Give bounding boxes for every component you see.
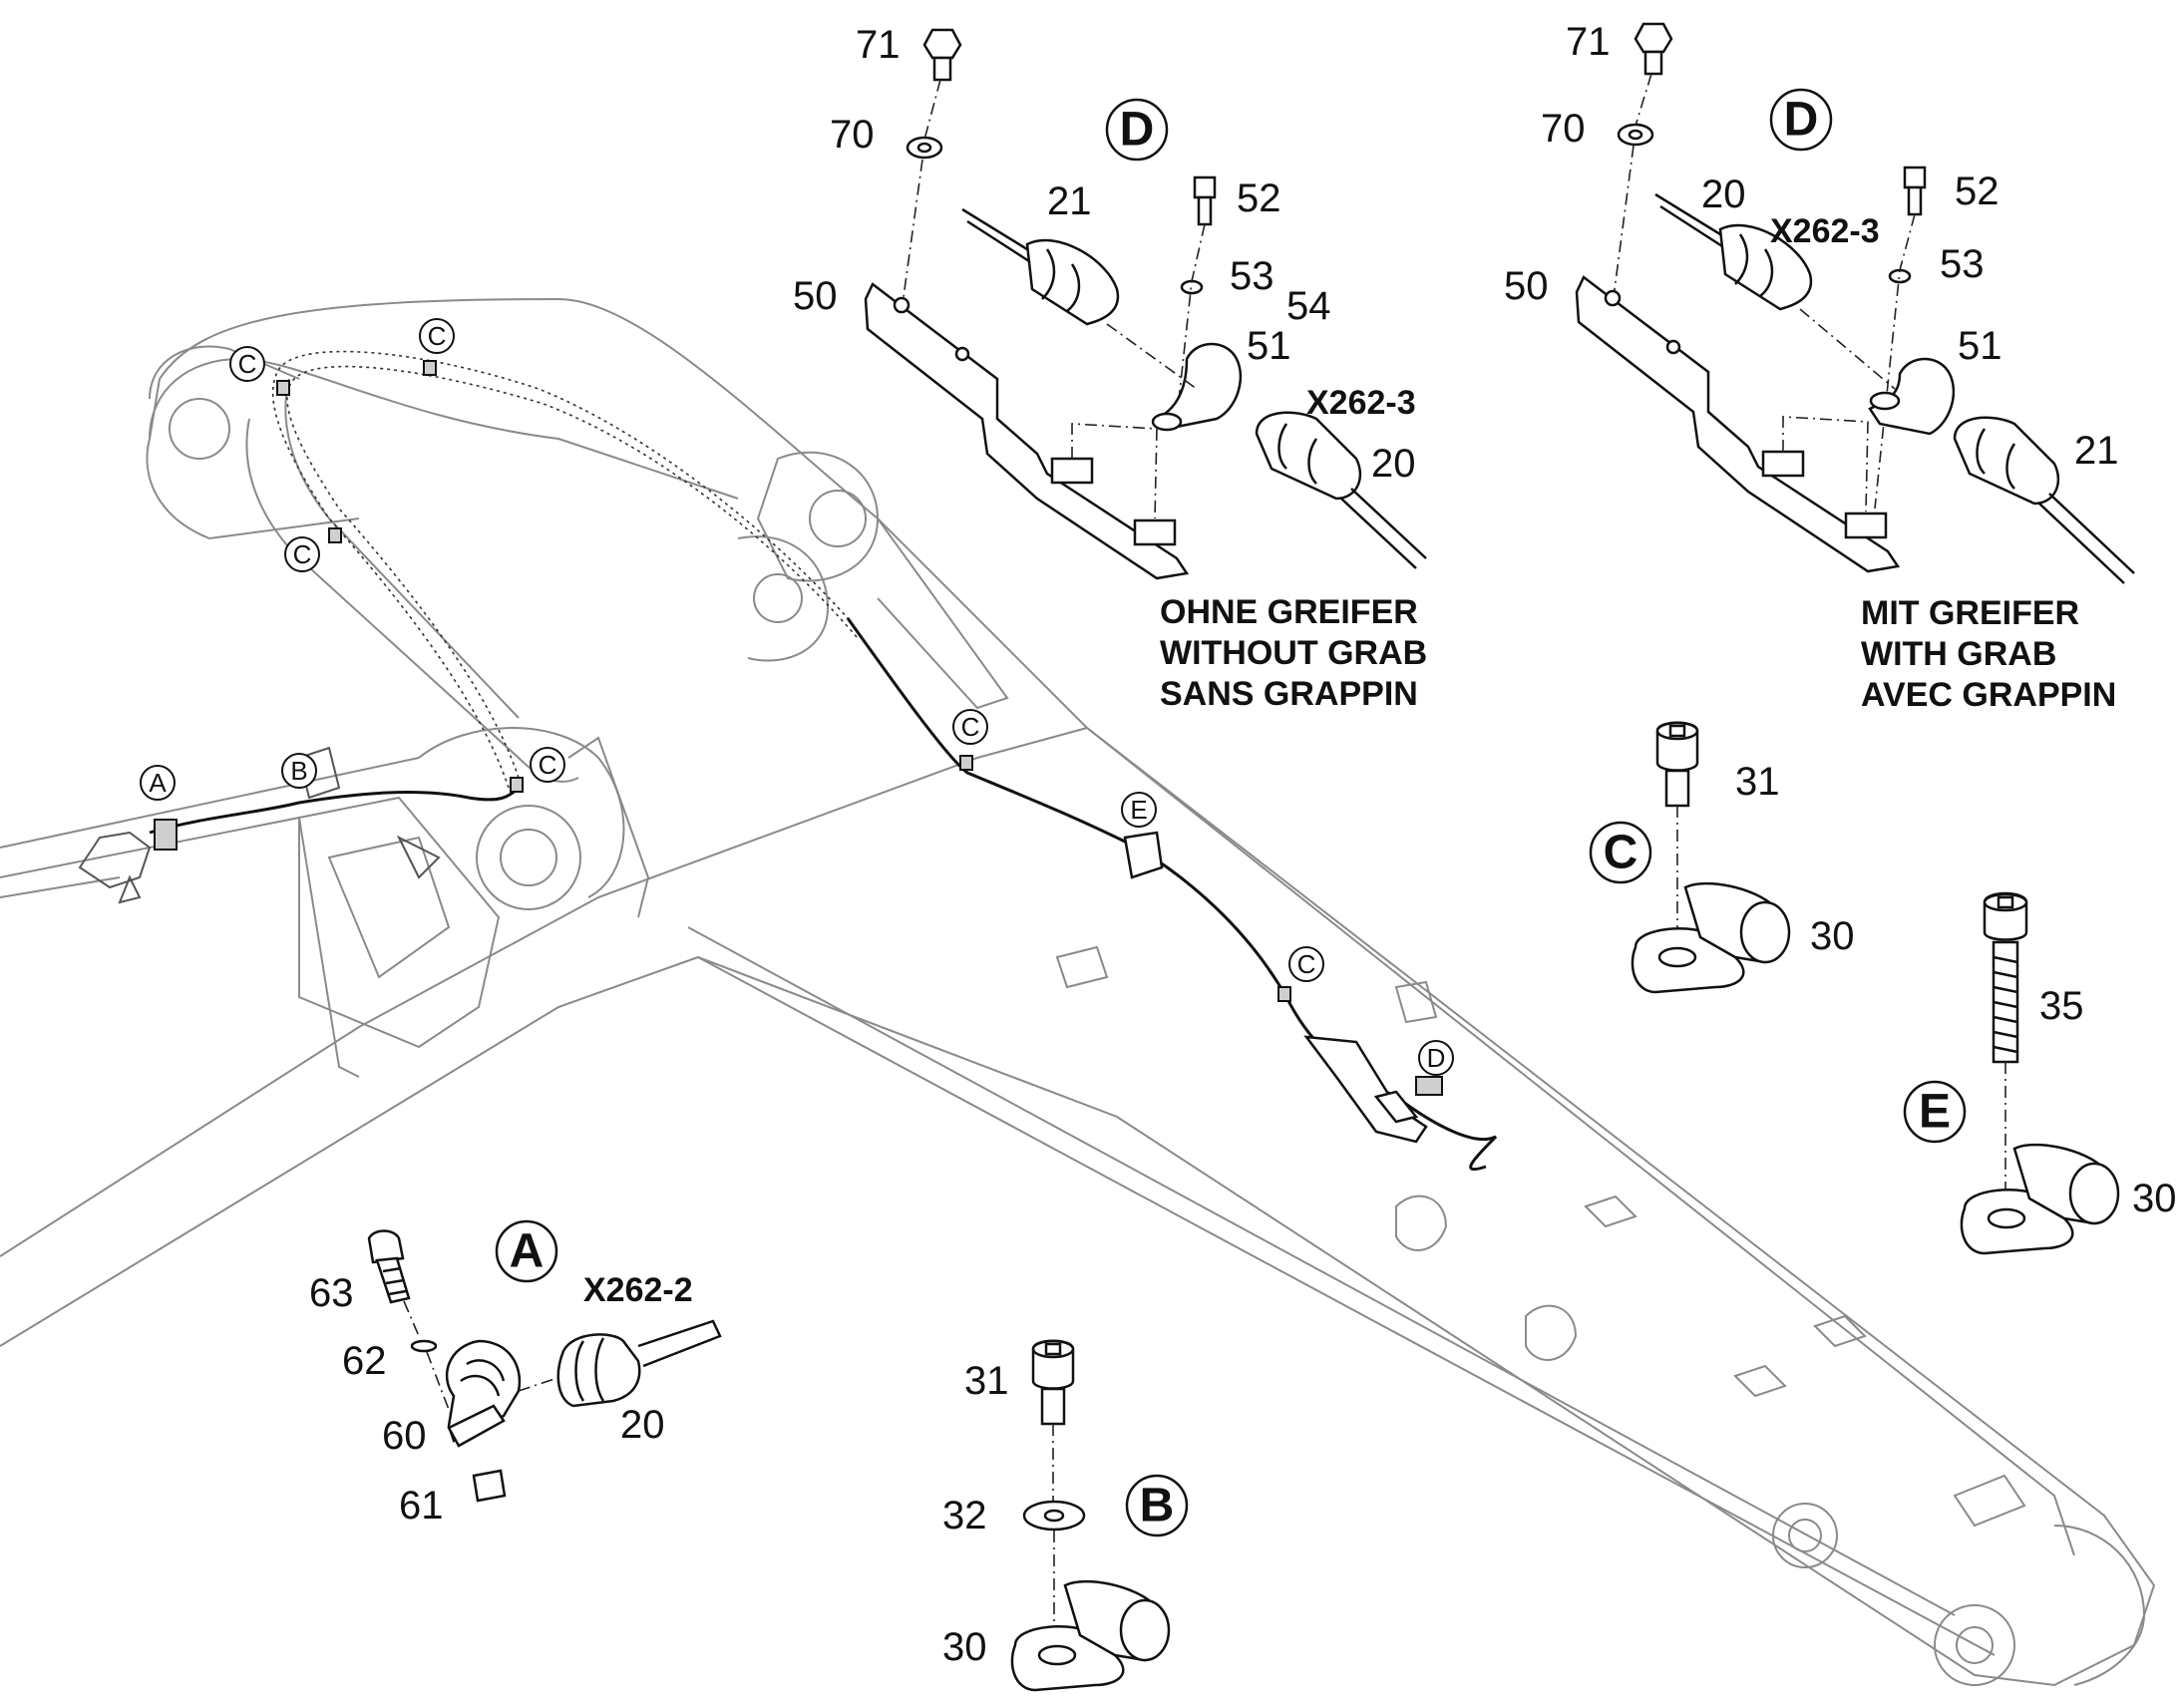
- caption-d2-line3: AVEC GRAPPIN: [1861, 676, 2116, 714]
- label-71-b: 71: [1566, 20, 1611, 64]
- detail-d2-letter: D: [1784, 94, 1819, 147]
- detail-d-with-grab: D 71 70 50 20 X262-3 52 53: [1504, 20, 2135, 714]
- detail-e-letter: E: [1919, 1086, 1951, 1139]
- label-21-b: 21: [2074, 429, 2119, 473]
- label-30-e: 30: [2132, 1177, 2177, 1220]
- detail-d-letter: D: [1120, 104, 1155, 157]
- detail-c-letter: C: [1604, 827, 1638, 879]
- boom-callout-markers: A B C C C C C E C D: [140, 318, 1454, 1076]
- caption-d1-line1: OHNE GREIFER: [1160, 593, 1418, 631]
- label-x262-3-d1: X262-3: [1306, 384, 1416, 422]
- label-21: 21: [1047, 179, 1092, 223]
- detail-a-letter: A: [510, 1225, 545, 1278]
- label-32-b: 32: [942, 1494, 987, 1537]
- label-70-b: 70: [1541, 107, 1586, 151]
- label-61-a: 61: [399, 1484, 444, 1528]
- boom-marker-e: E: [1130, 795, 1147, 825]
- label-71: 71: [856, 23, 901, 67]
- label-52-b: 52: [1955, 170, 1999, 213]
- detail-a: A 63 62 60 61 X262-2 20: [309, 1219, 722, 1528]
- label-50: 50: [793, 274, 838, 318]
- boom-marker-c-3: C: [293, 539, 312, 569]
- label-63-a: 63: [309, 1271, 354, 1315]
- boom-marker-b: B: [290, 756, 307, 786]
- label-x262-2-a: X262-2: [583, 1271, 693, 1309]
- label-53: 53: [1230, 254, 1274, 298]
- boom-marker-c-2: C: [428, 321, 447, 351]
- detail-c: C 31 30: [1589, 721, 1855, 994]
- boom-marker-d: D: [1427, 1043, 1446, 1073]
- caption-d1-line2: WITHOUT GRAB: [1160, 634, 1427, 672]
- label-30-b: 30: [942, 1625, 987, 1669]
- label-20: 20: [1371, 442, 1416, 486]
- detail-b: B 31 32 30: [942, 1339, 1189, 1692]
- label-35-e: 35: [2039, 984, 2084, 1028]
- label-20-b: 20: [1701, 172, 1746, 216]
- label-54: 54: [1286, 284, 1331, 328]
- label-31-b: 31: [964, 1359, 1009, 1403]
- label-70: 70: [830, 113, 875, 157]
- detail-b-letter: B: [1140, 1480, 1175, 1533]
- caption-d2-line2: WITH GRAB: [1861, 635, 2056, 673]
- label-20-a: 20: [620, 1403, 665, 1447]
- hydraulic-fittings: [78, 746, 441, 904]
- label-30-c: 30: [1810, 914, 1855, 958]
- boom-outline: [0, 297, 2156, 1687]
- label-52: 52: [1237, 176, 1281, 220]
- detail-e: E 35 30: [1903, 891, 2177, 1255]
- label-50-b: 50: [1504, 264, 1549, 308]
- caption-d1-line3: SANS GRAPPIN: [1160, 675, 1418, 713]
- label-51: 51: [1247, 324, 1291, 368]
- boom-marker-c-1: C: [238, 349, 257, 379]
- label-x262-3-d2: X262-3: [1770, 212, 1880, 250]
- boom-marker-c-6: C: [1297, 949, 1316, 979]
- label-31-c: 31: [1735, 760, 1780, 804]
- boom-marker-a: A: [149, 768, 167, 798]
- label-51-b: 51: [1958, 324, 2002, 368]
- caption-d2-line1: MIT GREIFER: [1861, 594, 2079, 632]
- label-62-a: 62: [342, 1339, 387, 1383]
- boom-clips: [276, 360, 1443, 1144]
- boom-marker-c-4: C: [539, 750, 557, 780]
- detail-d-without-grab: D 71 70 50 21 52 53 54: [793, 23, 1427, 713]
- label-53-b: 53: [1940, 242, 1985, 286]
- label-60-a: 60: [382, 1414, 427, 1458]
- boom-marker-c-5: C: [961, 712, 980, 742]
